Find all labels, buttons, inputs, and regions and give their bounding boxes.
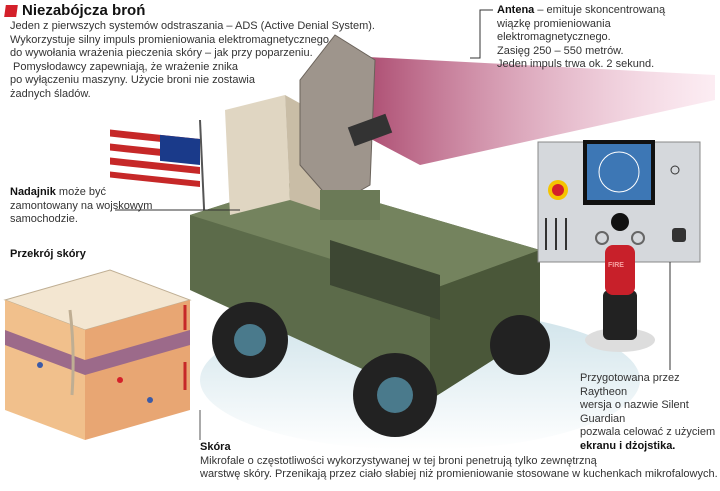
caption-line: Zasięg 250 – 550 metrów.: [497, 44, 624, 57]
skin-cross-section: [3, 269, 192, 440]
control-panel: [537, 140, 701, 263]
silent-guardian-caption: Przygotowana przez Raytheon wersja o naz…: [580, 372, 720, 454]
intro-text: Jeden z pierwszych systemów odstraszania…: [10, 20, 375, 102]
joystick: [585, 245, 655, 352]
us-flag: [110, 119, 206, 231]
caption-line: pozwala celować z użyciem: [580, 426, 716, 439]
caption-line: wersja o nazwie Silent Guardian: [580, 399, 689, 425]
targeting-screen: [587, 144, 651, 200]
caption-line: Jeden impuls trwa ok. 2 sekund.: [497, 58, 655, 71]
page-title: Niezabójcza broń: [22, 2, 146, 19]
transmitter-label: Nadajnik: [10, 186, 56, 198]
intro-line: Pomysłodawcy zapewniają, że wrażenie zni…: [10, 60, 239, 73]
humvee: [190, 95, 550, 437]
skin-section-label: Przekrój skóry: [10, 248, 86, 260]
intro-line: Jeden z pierwszych systemów odstraszania…: [10, 20, 375, 32]
skin-label: Skóra: [200, 441, 231, 453]
antenna-label: Antena: [497, 4, 535, 16]
fire-label: FIRE: [608, 262, 624, 269]
intro-line: Wykorzystuje silny impuls promieniowania…: [10, 33, 330, 46]
skin-caption: Skóra Mikrofale o częstotliwości wykorzy…: [200, 441, 718, 482]
caption-line: warstwę skóry. Przenikają przez ciało sł…: [200, 468, 718, 481]
intro-line: po wyłączeniu maszyny. Użycie broni nie …: [10, 74, 255, 87]
microwave-beam: [330, 55, 715, 165]
intro-line: do wywołania wrażenia pieczenia skóry – …: [10, 47, 313, 60]
transmitter-caption: Nadajnik może być zamontowany na wojskow…: [10, 186, 152, 227]
caption-line: – emituje skoncentrowaną: [534, 4, 666, 16]
knob: [611, 213, 629, 231]
caption-line: zamontowany na wojskowym: [10, 199, 153, 212]
caption-line: Mikrofale o częstotliwości wykorzystywan…: [200, 454, 597, 467]
caption-line: samochodzie.: [10, 213, 78, 226]
intro-line: żadnych śladów.: [10, 87, 91, 100]
emergency-button: [552, 184, 564, 196]
antenna-caption: Antena – emituje skoncentrowaną wiązkę p…: [497, 4, 720, 72]
caption-line: wiązkę promieniowania elektromagnetyczne…: [497, 17, 611, 44]
caption-bold: ekranu i dżojstika.: [580, 439, 676, 452]
caption-line: Przygotowana przez Raytheon: [580, 372, 680, 398]
caption-line: może być: [55, 186, 106, 198]
antenna-dish: [299, 34, 393, 220]
